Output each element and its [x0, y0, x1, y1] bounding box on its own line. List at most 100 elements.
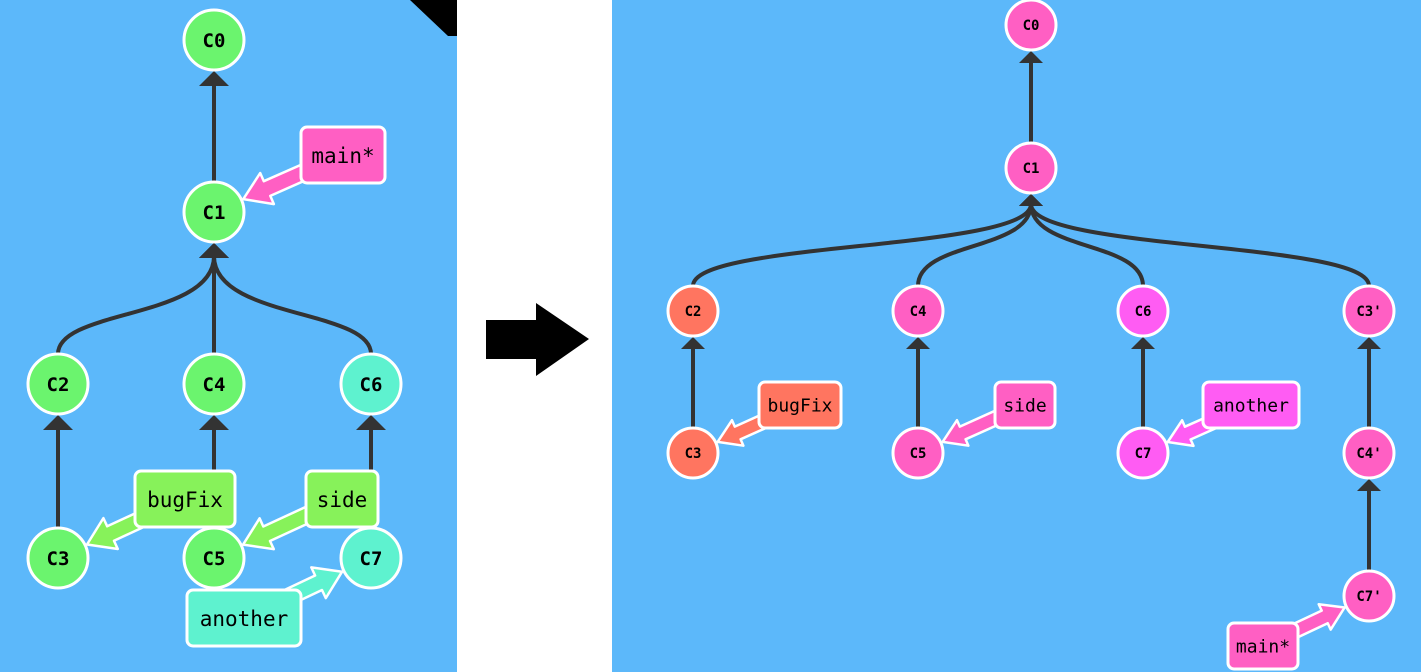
branch-name: side	[317, 488, 368, 512]
after-branch-side[interactable]: side	[941, 380, 1057, 447]
branch-box	[993, 380, 1057, 430]
arrowhead-C3-to-C2	[681, 337, 705, 349]
transition-arrow	[486, 303, 589, 376]
before-commit-C5[interactable]: C5	[182, 526, 246, 590]
commit-label: C4	[203, 374, 226, 396]
before-branch-main[interactable]: main*	[242, 125, 387, 206]
branch-box	[304, 469, 380, 529]
branch-box	[757, 380, 843, 430]
after-commit-C6[interactable]: C6	[1116, 284, 1170, 338]
commit-circle	[891, 284, 945, 338]
after-branch-another[interactable]: another	[1166, 380, 1301, 448]
commit-label: C5	[203, 548, 226, 570]
commit-circle	[26, 526, 90, 590]
commit-label: C5	[910, 446, 927, 462]
branch-name: bugFix	[767, 396, 832, 417]
before-branch-side[interactable]: side	[241, 469, 380, 551]
after-branch-bugFix[interactable]: bugFix	[716, 380, 843, 447]
branch-name: main*	[311, 144, 374, 168]
arrowhead-C5-to-C4	[906, 337, 930, 349]
commit-label: C6	[1135, 304, 1152, 320]
commit-label: C0	[1023, 18, 1040, 34]
after-commit-C7p[interactable]: C7'	[1342, 569, 1396, 623]
edge-C3p-to-C1	[1029, 202, 1371, 288]
commit-circle	[1116, 426, 1170, 480]
branch-box	[299, 125, 387, 185]
commit-label: C7'	[1356, 589, 1381, 605]
before-commit-C0[interactable]: C0	[182, 8, 246, 72]
after-commit-C4p[interactable]: C4'	[1342, 426, 1396, 480]
after-commit-C3[interactable]: C3	[666, 426, 720, 480]
commit-circle	[182, 8, 246, 72]
arrowhead-C6-to-C1	[199, 243, 229, 258]
branch-box	[185, 588, 303, 648]
commit-circle	[1342, 569, 1396, 623]
after-commit-C3p[interactable]: C3'	[1342, 284, 1396, 338]
commit-circle	[26, 352, 90, 416]
commit-circle	[182, 352, 246, 416]
commit-label: C7	[360, 548, 383, 570]
commit-circle	[1342, 284, 1396, 338]
commit-label: C4'	[1356, 446, 1381, 462]
arrowhead-C1-to-C0	[1019, 51, 1043, 63]
branch-name: another	[200, 607, 289, 631]
edge-C6-to-C1	[1029, 202, 1145, 288]
branch-name: main*	[1236, 637, 1290, 658]
after-commit-C4[interactable]: C4	[891, 284, 945, 338]
commit-edges	[43, 51, 1381, 573]
branch-name: another	[1213, 396, 1289, 417]
after-commit-C0[interactable]: C0	[1004, 0, 1058, 52]
edge-C2-to-C1	[691, 202, 1033, 288]
after-branch-main[interactable]: main*	[1226, 602, 1346, 671]
commit-label: C0	[203, 30, 226, 52]
after-commit-C2[interactable]: C2	[666, 284, 720, 338]
before-commit-C4[interactable]: C4	[182, 352, 246, 416]
commit-circle	[1004, 141, 1058, 195]
before-commit-C6[interactable]: C6	[339, 352, 403, 416]
commit-label: C3'	[1356, 304, 1381, 320]
branch-name: bugFix	[147, 488, 223, 512]
commit-circle	[182, 180, 246, 244]
branch-name: side	[1003, 396, 1046, 417]
commit-circle	[666, 284, 720, 338]
commit-circle	[1342, 426, 1396, 480]
after-commit-C1[interactable]: C1	[1004, 141, 1058, 195]
commit-label: C1	[1023, 161, 1040, 177]
commit-label: C2	[685, 304, 702, 320]
arrowhead-C4p-to-C3p	[1357, 337, 1381, 349]
commit-label: C4	[910, 304, 927, 320]
edge-C2-to-C1	[56, 254, 216, 356]
commit-circle	[339, 352, 403, 416]
before-commit-C1[interactable]: C1	[182, 180, 246, 244]
branch-box	[1201, 380, 1301, 430]
arrowhead-C7p-to-C4p	[1357, 479, 1381, 491]
arrowhead-C7-to-C6	[1131, 337, 1155, 349]
commit-circle	[666, 426, 720, 480]
before-commit-C2[interactable]: C2	[26, 352, 90, 416]
arrowhead-C7-to-C6	[356, 415, 386, 430]
commit-circle	[1116, 284, 1170, 338]
before-branch-another[interactable]: another	[185, 566, 344, 648]
arrowhead-C1-to-C0	[199, 71, 229, 86]
after-commit-C7[interactable]: C7	[1116, 426, 1170, 480]
after-commit-C5[interactable]: C5	[891, 426, 945, 480]
edge-C4-to-C1	[916, 202, 1033, 288]
before-commit-C7[interactable]: C7	[339, 526, 403, 590]
branch-box	[1226, 621, 1300, 671]
arrowhead-C5-to-C4	[199, 415, 229, 430]
commit-circle	[1004, 0, 1058, 52]
before-commit-C3[interactable]: C3	[26, 526, 90, 590]
after-panel-background	[612, 0, 1421, 672]
commit-label: C6	[360, 374, 383, 396]
commit-label: C7	[1135, 446, 1152, 462]
branch-box	[133, 469, 237, 529]
commit-label: C3	[685, 446, 702, 462]
commit-label: C1	[203, 202, 226, 224]
before-branch-bugFix[interactable]: bugFix	[85, 469, 237, 551]
commit-label: C2	[47, 374, 70, 396]
commit-label: C3	[47, 548, 70, 570]
branch-labels: main* bugFix side another bugFix side another m…	[85, 125, 1346, 671]
